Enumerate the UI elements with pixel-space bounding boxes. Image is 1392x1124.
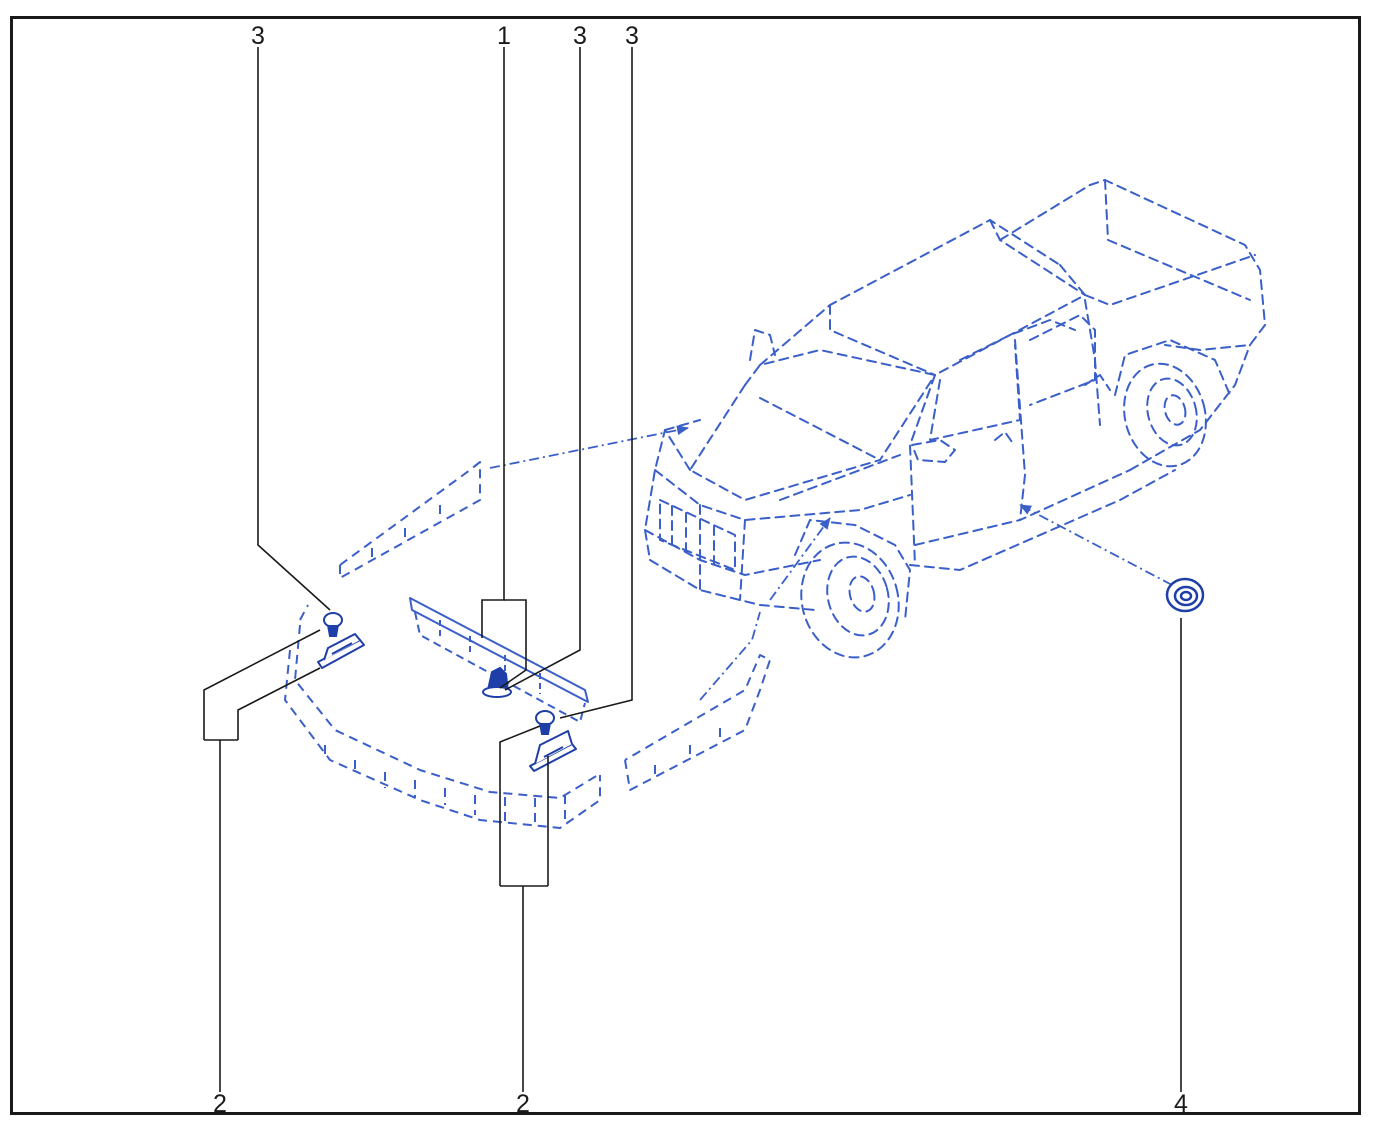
callout-3-right: 3 xyxy=(625,22,639,50)
leader-lines xyxy=(203,47,1182,1092)
plug-icon xyxy=(1165,577,1205,613)
arrow-front-fender xyxy=(769,517,831,601)
callout-3-left: 3 xyxy=(251,22,265,50)
arrow-plug xyxy=(1019,504,1173,586)
callout-4: 4 xyxy=(1174,1090,1188,1118)
clip-icon xyxy=(323,612,555,735)
callout-2-center: 2 xyxy=(516,1090,530,1118)
arrow-upper-molding xyxy=(489,425,689,469)
direction-arrows xyxy=(489,425,1173,701)
callout-2-left: 2 xyxy=(213,1090,227,1118)
retainer-icon xyxy=(317,633,577,772)
callout-3-center: 3 xyxy=(573,22,587,50)
arrow-front-bumper xyxy=(699,611,761,701)
diagram-frame xyxy=(10,16,1361,1115)
parts-phantom xyxy=(284,461,771,829)
truck-outline xyxy=(644,179,1266,659)
callout-1: 1 xyxy=(497,22,511,50)
